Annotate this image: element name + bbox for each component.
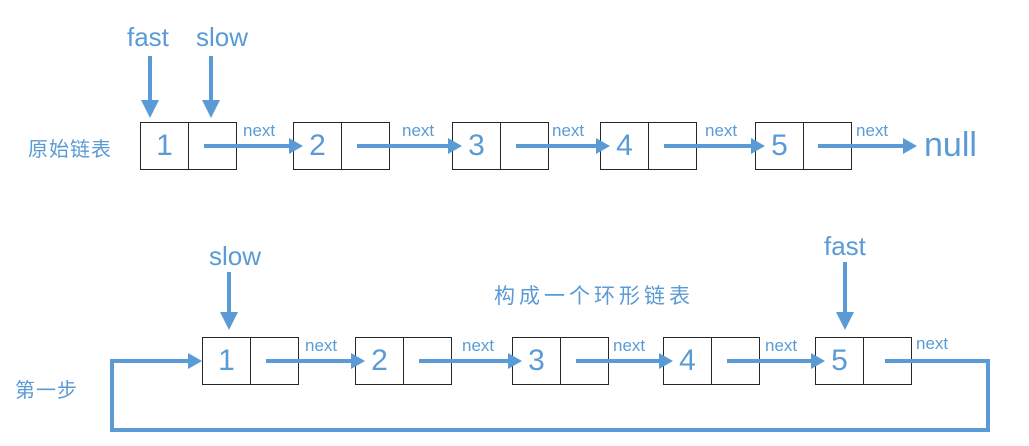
row2-title: 第一步 bbox=[15, 380, 78, 402]
row2-slow-arrow-shaft bbox=[227, 272, 231, 314]
row1-next-arrow-5-shaft bbox=[818, 144, 905, 148]
loop-edge-arrow-head-icon bbox=[188, 353, 202, 369]
row1-slow-arrow-head-icon bbox=[202, 100, 220, 118]
row1-next-label-5: next bbox=[856, 121, 889, 140]
node-value: 3 bbox=[453, 123, 501, 169]
row1-next-arrow-3-head-icon bbox=[596, 138, 610, 154]
node-value: 2 bbox=[294, 123, 342, 169]
row2-fast-arrow-head-icon bbox=[836, 312, 854, 330]
row1-next-label-2: next bbox=[402, 121, 435, 140]
row2-next-arrow-3-shaft bbox=[576, 359, 661, 363]
row2-slow-arrow-head-icon bbox=[220, 312, 238, 330]
loop-edge-left-segment bbox=[110, 359, 114, 432]
row2-node-2: 2 bbox=[355, 337, 452, 385]
row2-next-arrow-4-shaft bbox=[727, 359, 813, 363]
node-value: 5 bbox=[816, 338, 864, 384]
row1-node-3: 3 bbox=[452, 122, 549, 170]
node-value: 2 bbox=[356, 338, 404, 384]
loop-edge-top-segment bbox=[885, 359, 990, 363]
loop-edge-right-segment bbox=[986, 359, 990, 432]
row1-next-label-3: next bbox=[552, 121, 585, 140]
row2-next-arrow-1-head-icon bbox=[351, 353, 365, 369]
row1-slow-pointer-label: slow bbox=[196, 22, 249, 52]
row1-next-arrow-5-head-icon bbox=[903, 138, 917, 154]
row1-next-arrow-1-shaft bbox=[204, 144, 291, 148]
row1-next-arrow-3-shaft bbox=[516, 144, 598, 148]
node-value: 3 bbox=[513, 338, 561, 384]
row1-next-label-1: next bbox=[243, 121, 276, 140]
row2-next-label-4: next bbox=[765, 336, 798, 355]
loop-edge-bottom-segment bbox=[110, 428, 990, 432]
row1-fast-arrow-head-icon bbox=[141, 100, 159, 118]
node-value: 5 bbox=[756, 123, 804, 169]
row2-fast-pointer-label: fast bbox=[824, 231, 866, 261]
row1-next-arrow-2-shaft bbox=[357, 144, 450, 148]
loop-edge-entry-segment bbox=[110, 359, 190, 363]
row1-null-terminal: null bbox=[924, 126, 977, 164]
row2-next-arrow-1-shaft bbox=[266, 359, 353, 363]
row2-loop-next-label: next bbox=[916, 334, 949, 353]
row2-caption: 构成一个环形链表 bbox=[494, 285, 694, 308]
node-value: 1 bbox=[203, 338, 251, 384]
row2-next-arrow-3-head-icon bbox=[659, 353, 673, 369]
row2-next-arrow-2-head-icon bbox=[508, 353, 522, 369]
row1-next-arrow-4-head-icon bbox=[751, 138, 765, 154]
row2-next-label-2: next bbox=[462, 336, 495, 355]
row2-next-label-1: next bbox=[305, 336, 338, 355]
row1-slow-arrow-shaft bbox=[209, 56, 213, 102]
row1-next-arrow-1-head-icon bbox=[289, 138, 303, 154]
row2-fast-arrow-shaft bbox=[843, 262, 847, 314]
row2-next-arrow-2-shaft bbox=[419, 359, 510, 363]
row2-slow-pointer-label: slow bbox=[209, 241, 262, 271]
row1-title: 原始链表 bbox=[28, 139, 112, 161]
node-value: 1 bbox=[141, 123, 189, 169]
row2-next-label-3: next bbox=[613, 336, 646, 355]
row1-next-arrow-4-shaft bbox=[664, 144, 753, 148]
row1-fast-pointer-label: fast bbox=[127, 22, 169, 52]
row1-next-label-4: next bbox=[705, 121, 738, 140]
row2-next-arrow-4-head-icon bbox=[811, 353, 825, 369]
row1-fast-arrow-shaft bbox=[148, 56, 152, 102]
node-value: 4 bbox=[664, 338, 712, 384]
row1-next-arrow-2-head-icon bbox=[448, 138, 462, 154]
node-value: 4 bbox=[601, 123, 649, 169]
row2-node-1: 1 bbox=[202, 337, 299, 385]
row2-node-4: 4 bbox=[663, 337, 760, 385]
